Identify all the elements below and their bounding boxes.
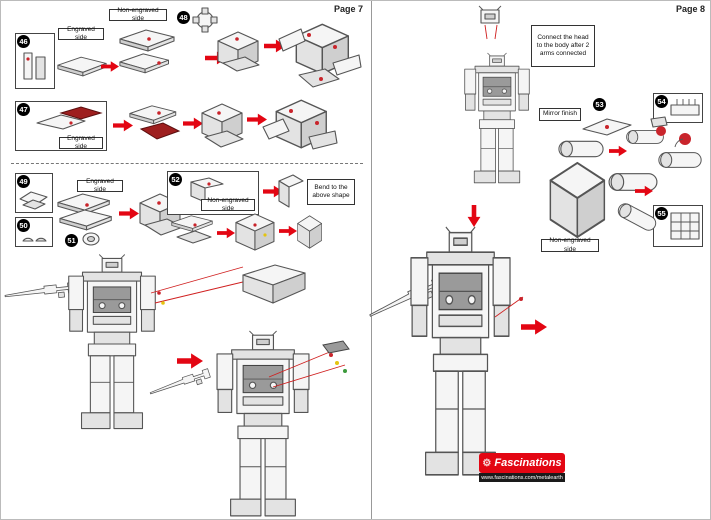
head-part-diagram (478, 5, 502, 24)
callout-non-engraved-8: Non-engraved side (541, 237, 599, 253)
arrow-right-icon (521, 319, 547, 335)
arm-subassembly-diagram (626, 116, 668, 144)
cylinder-part-diagram (658, 152, 702, 168)
exploded-leader-lines (494, 296, 524, 318)
step-48-part-diagram (192, 7, 218, 33)
step-52-part-diagram (190, 177, 224, 203)
step-badge-51: 51 (65, 234, 78, 247)
callout-mirror-finish: Mirror finish (539, 108, 581, 121)
parts-diagram (171, 215, 213, 244)
parts-diagram (129, 105, 181, 140)
callout-non-engraved-52: Non-engraved side (201, 197, 255, 212)
step-49-parts-diagram (19, 191, 48, 210)
forearm-box-diagram (549, 161, 606, 239)
step-51-part-diagram (82, 232, 100, 246)
callout-bend: Bend to the above shape (307, 179, 355, 205)
subassembly-diagram (201, 103, 244, 148)
callout-engraved-49: Engraved side (77, 178, 123, 193)
section-divider (11, 163, 363, 164)
step-55-part-diagram (670, 212, 700, 240)
step-badge-49: 49 (17, 175, 30, 188)
arrow-right-icon (113, 119, 133, 132)
gear-icon: ⚙ (482, 457, 492, 469)
subassembly-diagram (217, 31, 260, 72)
joint-part-diagram (674, 133, 691, 148)
arrow-right-icon (101, 61, 119, 72)
arrow-right-icon (217, 227, 235, 239)
arrow-right-icon (119, 207, 139, 220)
step-47-parts-diagram (36, 106, 103, 130)
page-7-label: Page 7 (333, 4, 363, 14)
cylinder-part-diagram (615, 200, 659, 234)
callout-connect-head: Connect the head to the body after 2 arm… (531, 25, 595, 67)
step-54-part-diagram (670, 99, 700, 116)
brand-url: www.fascinations.com/metalearth (479, 473, 565, 482)
step-badge-53: 53 (593, 98, 606, 111)
head-leader-lines (484, 24, 498, 40)
page-divider (371, 1, 372, 519)
arrow-down-icon (467, 205, 481, 227)
arrow-right-icon (279, 225, 297, 237)
callout-non-engraved-top: Non-engraved side (109, 7, 167, 22)
cylinder-part-diagram (558, 140, 604, 158)
step-53-parts-diagram (582, 118, 632, 136)
step-badge-54: 54 (655, 95, 668, 108)
step-badge-47: 47 (17, 103, 30, 116)
arrow-right-icon (635, 185, 653, 197)
bent-part-diagram (278, 174, 304, 208)
finished-part-diagram (297, 215, 323, 249)
step-badge-50: 50 (17, 219, 30, 232)
brand-logo: ⚙ Fascinations (479, 453, 565, 473)
step-badge-52: 52 (169, 173, 182, 186)
step-badge-55: 55 (655, 207, 668, 220)
subassembly-diagram (235, 213, 275, 251)
parts-diagram (57, 193, 112, 231)
step-46-parts-diagram (23, 52, 46, 80)
page-8-label: Page 8 (675, 4, 705, 14)
assembled-shoulder-diagram (278, 23, 362, 88)
robot-figure-bottom (410, 226, 511, 476)
step-badge-46: 46 (17, 35, 30, 48)
step-badge-48: 48 (177, 11, 190, 24)
parts-diagram (119, 29, 175, 74)
assembled-unit-diagram (262, 99, 338, 150)
callout-engraved-46: Engraved side (58, 26, 104, 41)
exploded-leader-lines (268, 340, 350, 388)
exploded-panel-diagram (242, 264, 306, 304)
robot-figure-top (464, 52, 530, 184)
brand-name: Fascinations (494, 457, 562, 469)
step-50-parts-diagram (22, 237, 47, 242)
flat-part-diagram (57, 56, 107, 77)
callout-engraved-47: Engraved side (59, 135, 103, 150)
exploded-leader-lines (150, 266, 248, 305)
